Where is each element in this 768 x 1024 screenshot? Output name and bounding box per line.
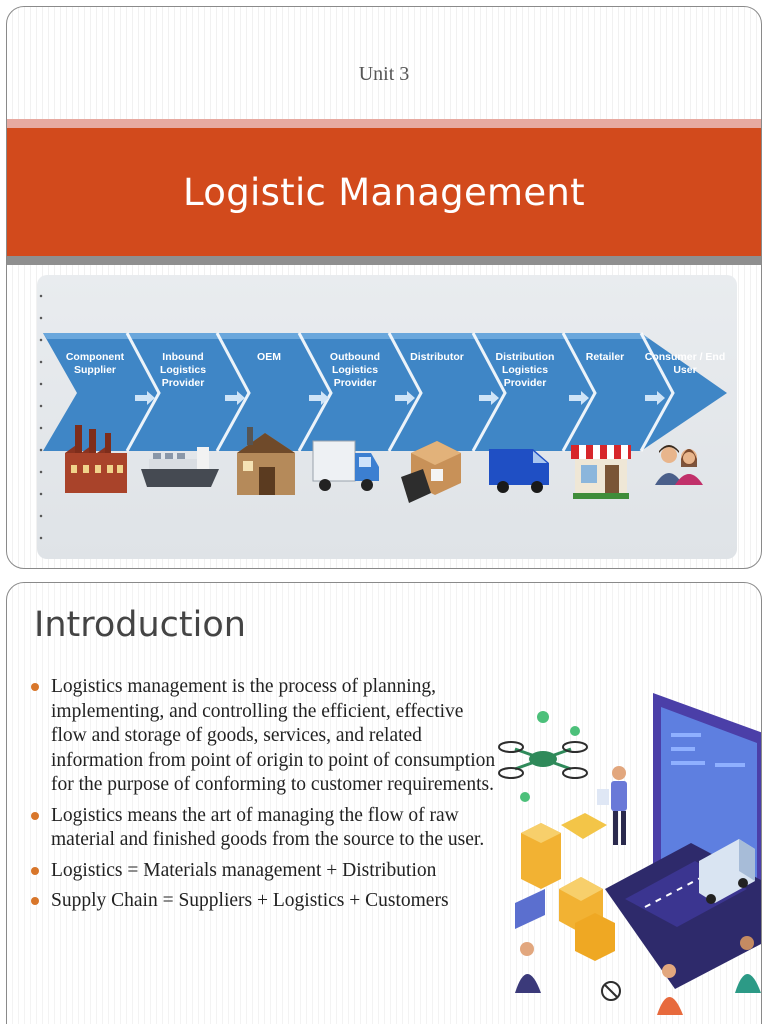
flow-arrows (135, 391, 665, 405)
worker-icon (597, 766, 627, 845)
truck-icon (312, 440, 379, 491)
warehouse-icon (237, 427, 295, 495)
bullet-item: Logistics management is the process of p… (31, 675, 501, 798)
isometric-logistics-illustration (498, 693, 761, 1015)
drone-icon (498, 711, 588, 802)
stage-label-retailer: Retailer (585, 351, 625, 363)
delivery-van-icon (489, 449, 549, 493)
slide-heading: Introduction (34, 605, 246, 645)
stage-label-consumer: Consumer / End User (644, 351, 726, 376)
boxes-stack-icon (515, 823, 615, 961)
title-band: Logistic Management (7, 128, 761, 256)
accent-band-bottom (7, 256, 761, 265)
stage-label-outbound-logistics: Outbound Logistics Provider (329, 351, 381, 389)
people-icon (655, 445, 703, 485)
stage-label-distribution-logistics: Distribution Logistics Provider (495, 351, 555, 389)
bullet-item: Logistics = Materials management + Distr… (31, 859, 501, 884)
unit-label: Unit 3 (358, 63, 410, 85)
chevron-band (43, 332, 727, 452)
people-icon (515, 936, 761, 1015)
introduction-slide: Introduction Logistics management is the… (6, 582, 762, 1024)
title-slide: Unit 3 Logistic Management (6, 6, 762, 569)
factory-icon (65, 425, 127, 493)
package-icon (561, 813, 607, 839)
stage-label-inbound-logistics: Inbound Logistics Provider (159, 351, 207, 389)
slide-title: Logistic Management (183, 170, 585, 214)
parcels-icon (401, 441, 461, 503)
bullet-item: Supply Chain = Suppliers + Logistics + C… (31, 889, 501, 914)
shop-icon (571, 445, 631, 499)
stage-label-distributor: Distributor (410, 351, 464, 363)
supply-chain-diagram: Component Supplier Inbound Logistics Pro… (37, 275, 737, 559)
stage-label-component-supplier: Component Supplier (65, 351, 125, 376)
bullet-list: Logistics management is the process of p… (31, 675, 501, 920)
stage-label-oem: OEM (257, 351, 281, 363)
delivery-truck-icon (699, 839, 755, 904)
accent-band-top (7, 119, 761, 128)
supply-chain-graphic (43, 332, 727, 503)
cargo-ship-icon (141, 447, 219, 487)
bullet-item: Logistics means the art of managing the … (31, 804, 501, 853)
small-drone-icon (601, 981, 621, 1001)
edge-dots (39, 285, 43, 555)
